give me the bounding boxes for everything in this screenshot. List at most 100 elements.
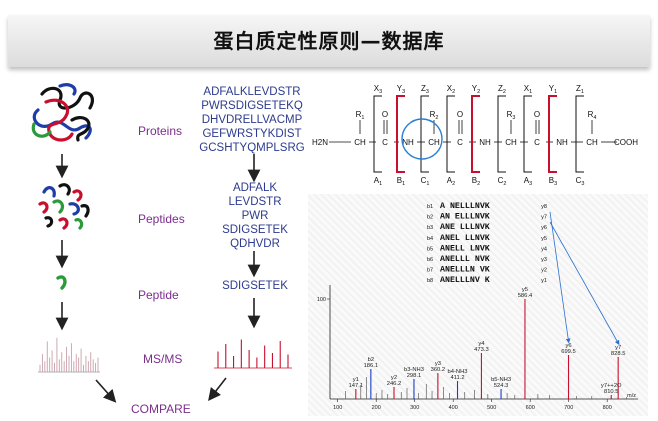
- peak-mz-label: 473.3: [474, 347, 489, 353]
- selected-peptide: SDIGSETEK: [222, 280, 288, 292]
- protein-seq-line: GCSHTYQMPLSRG: [199, 142, 305, 154]
- r-group-label: R2: [430, 110, 439, 121]
- peak-name-label: y6: [565, 343, 571, 349]
- bottom-ion-label: B2: [472, 176, 480, 187]
- msms-gray-spectrum: [38, 337, 100, 373]
- fragment-sequence: ANELLL NVK: [440, 255, 490, 264]
- top-ion-label: X1: [524, 84, 532, 95]
- top-ion-label: Y2: [472, 84, 480, 95]
- cleavage-bracket-tick: [378, 95, 382, 173]
- peptide-sequence-block: ADFALK LEVDSTR PWR SDIGSETEK QDHVDR: [210, 181, 300, 251]
- peak-name-label: b3-NH3: [404, 367, 424, 373]
- cleavage-bracket-tick: [476, 95, 480, 173]
- oxygen-label: O: [382, 110, 388, 119]
- protein-tangle-icon: [31, 83, 94, 142]
- fragment-y-label: y3: [541, 257, 547, 263]
- bottom-ion-label: B3: [549, 176, 557, 187]
- fragment-b-label: b2: [427, 215, 433, 221]
- fragment-y-label: y8: [541, 204, 547, 210]
- bottom-ion-label: C3: [576, 176, 585, 187]
- peak-mz-label: 360.2: [431, 367, 446, 373]
- arrow-icon: [95, 379, 117, 403]
- x-tick-label: 800: [603, 405, 612, 411]
- peak-name-label: y1: [353, 377, 359, 383]
- protein-sequence-block: ADFALKLEVDSTR PWRSDIGSETEKQ DHVDRELLVACM…: [198, 85, 306, 155]
- atom-label: CH: [428, 138, 440, 147]
- x-tick-label: 700: [564, 405, 573, 411]
- r-group-label: R3: [507, 110, 516, 121]
- atom-label: COOH: [614, 138, 638, 147]
- bottom-ion-label: A2: [447, 176, 455, 187]
- atom-label: C: [534, 138, 540, 147]
- atom-label: CH: [505, 138, 517, 147]
- peak-name-label: y2: [391, 375, 397, 381]
- top-ion-label: X2: [447, 84, 455, 95]
- bottom-ion-label: C2: [498, 176, 507, 187]
- cleavage-bracket: [575, 95, 580, 173]
- fragment-b-label: b6: [427, 257, 433, 263]
- label-compare: COMPARE: [131, 402, 191, 416]
- protein-seq-line: GEFWRSTYKDIST: [202, 128, 302, 140]
- fragment-sequence: ANE LLLNVK: [440, 223, 490, 232]
- top-ion-label: Z1: [576, 84, 584, 95]
- bottom-ion-label: B1: [397, 176, 405, 187]
- x-tick-label: 400: [449, 405, 458, 411]
- peak-name-label: y4: [478, 341, 485, 347]
- peptide-bond-highlight: [401, 118, 443, 160]
- peak-mz-label: 246.2: [387, 381, 402, 387]
- y-tick-label: 100: [317, 297, 326, 303]
- peptide-seq-line: QDHVDR: [230, 238, 280, 250]
- atom-label: NH: [479, 138, 491, 147]
- fragment-b-label: b5: [427, 246, 433, 252]
- fragment-b-label: b1: [427, 204, 433, 210]
- peak-mz-label: 586.4: [518, 293, 533, 299]
- annotation-arrow: [549, 221, 620, 346]
- cleavage-bracket: [497, 95, 502, 173]
- cleavage-bracket: [548, 95, 553, 173]
- peak-mz-label: 810.5: [604, 389, 619, 395]
- peak-name-label: b2: [368, 357, 374, 363]
- sequence-arrows: [208, 154, 292, 402]
- single-peptide-icon: [56, 275, 67, 290]
- protein-seq-line: ADFALKLEVDSTR: [203, 86, 301, 98]
- atom-label: CH: [354, 138, 366, 147]
- fragment-b-label: b3: [427, 225, 433, 231]
- peptide-fragments-icon: [38, 183, 90, 230]
- label-proteins: Proteins: [138, 124, 183, 138]
- atom-label: C: [457, 138, 463, 147]
- fragment-sequence: A NELLLNVK: [440, 202, 490, 211]
- fragment-b-label: b7: [427, 268, 433, 274]
- fragment-sequence: ANELL LNVK: [440, 244, 490, 253]
- peptide-seq-line: LEVDSTR: [228, 196, 282, 208]
- cleavage-bracket: [420, 95, 425, 173]
- peak-name-label: y3: [435, 361, 441, 367]
- peak-mz-label: 828.5: [611, 351, 626, 357]
- cleavage-bracket: [373, 95, 378, 173]
- arrow-icon: [208, 377, 227, 402]
- oxygen-label: O: [457, 110, 463, 119]
- label-peptide: Peptide: [138, 288, 179, 302]
- cleavage-bracket: [446, 95, 451, 173]
- cleavage-bracket-tick: [580, 95, 584, 173]
- peak-name-label: y7++2O: [601, 383, 622, 389]
- peptide-seq-line: PWR: [241, 210, 269, 222]
- x-axis-label: m/z: [627, 393, 636, 399]
- fragment-sequence: ANEL LLNVK: [440, 234, 490, 243]
- atom-label: CH: [586, 138, 598, 147]
- cleavage-bracket: [471, 95, 476, 173]
- label-msms: MS/MS: [143, 352, 183, 366]
- cleavage-bracket-tick: [401, 95, 405, 173]
- atom-label: H2N: [312, 138, 328, 147]
- bottom-ion-label: A3: [524, 176, 532, 187]
- oxygen-label: O: [534, 110, 540, 119]
- x-tick-label: 300: [410, 405, 419, 411]
- label-peptides: Peptides: [138, 212, 185, 226]
- atom-label: C: [382, 138, 388, 147]
- protein-seq-line: DHVDRELLVACMP: [201, 114, 303, 126]
- peak-name-label: b4-NH3: [448, 369, 468, 375]
- peak-mz-label: 699.5: [561, 349, 576, 355]
- page-title: 蛋白质定性原则—数据库: [213, 29, 445, 53]
- fragment-y-label: y4: [541, 246, 547, 252]
